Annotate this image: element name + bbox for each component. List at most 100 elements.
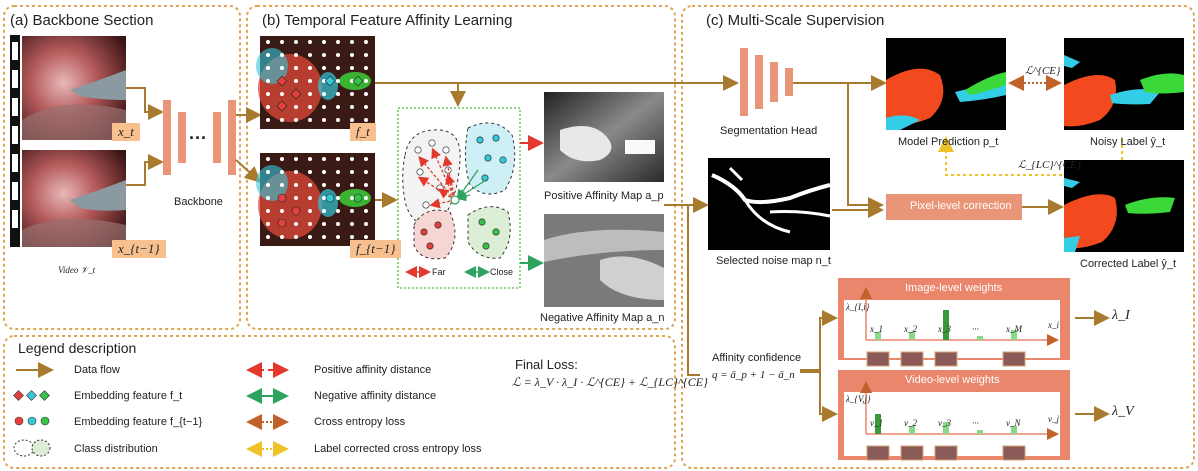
feature-dot <box>336 196 340 200</box>
backbone-layers <box>163 100 236 175</box>
feature-dot <box>266 79 270 83</box>
affinity-confidence-label: Affinity confidence <box>712 352 802 364</box>
feature-dot <box>308 209 312 213</box>
feature-dot <box>336 222 340 226</box>
cluster-point <box>442 146 450 154</box>
cluster-point <box>422 201 430 209</box>
feature-dot <box>266 53 270 57</box>
cluster-point <box>434 221 442 229</box>
feature-dot <box>308 92 312 96</box>
feature-dot <box>364 235 368 239</box>
backbone-label: Backbone <box>174 196 223 208</box>
feature-dot <box>336 118 340 122</box>
weight-tick-label: x_3 <box>938 324 951 334</box>
feature-dot <box>294 170 298 174</box>
affinity-embedding-box <box>397 107 521 289</box>
legend-title: Legend description <box>18 340 137 356</box>
feature-dot <box>294 235 298 239</box>
weight-bar <box>909 426 915 434</box>
thumbnail <box>1002 351 1026 367</box>
legend-item-embedding-ft1: Embedding feature f_{t−1} <box>74 416 203 428</box>
feature-dot <box>322 157 326 161</box>
thumbnail <box>866 351 890 367</box>
seg-head-label: Segmentation Head <box>720 125 818 137</box>
image-axis-y: λ_{I,i} <box>846 302 870 312</box>
feature-dot <box>322 66 326 70</box>
feature-dot <box>364 196 368 200</box>
feature-dot <box>364 66 368 70</box>
feature-dot <box>322 105 326 109</box>
negative-distance-arrow <box>455 191 471 202</box>
feature-dot <box>266 209 270 213</box>
feature-dot <box>322 183 326 187</box>
legend-item-class-distribution: Class distribution <box>74 443 158 455</box>
feature-dot <box>336 92 340 96</box>
thumbnail <box>866 445 890 461</box>
feature-dot <box>280 209 284 213</box>
positive-distance-arrow <box>445 173 456 201</box>
positive-map-label: Positive Affinity Map a_p <box>544 190 664 202</box>
embedding-marker <box>276 100 288 112</box>
weight-tick-label: x_M <box>1006 324 1022 334</box>
weight-bar <box>1011 426 1017 434</box>
feature-dot <box>294 118 298 122</box>
feature-dot <box>364 209 368 213</box>
weight-bar <box>977 336 983 340</box>
feature-dot <box>322 222 326 226</box>
embedding-marker <box>277 218 287 228</box>
feature-dot <box>336 66 340 70</box>
feature-dot <box>322 196 326 200</box>
feature-dot <box>294 66 298 70</box>
feature-dot <box>280 183 284 187</box>
feature-dot <box>322 209 326 213</box>
feature-dot <box>308 157 312 161</box>
feature-map-t <box>256 36 375 129</box>
cluster-point <box>482 242 490 250</box>
feature-dot <box>350 118 354 122</box>
panel-b-title: (b) Temporal Feature Affinity Learning <box>262 12 513 29</box>
image-axis-x: x_i <box>1048 320 1059 330</box>
feature-dot <box>336 209 340 213</box>
feature-dot <box>322 118 326 122</box>
legend-item-embedding-ft: Embedding feature f_t <box>74 390 183 402</box>
feature-dot <box>350 79 354 83</box>
feature-dot <box>294 105 298 109</box>
cluster-point <box>416 168 424 176</box>
frame-t-label: x_t <box>112 123 140 141</box>
feature-dot <box>322 92 326 96</box>
feature-dot <box>294 157 298 161</box>
feature-dot <box>350 66 354 70</box>
feature-dot <box>364 118 368 122</box>
feature-t1-label: f_{t−1} <box>350 240 402 258</box>
video-axis-x: v_j <box>1048 414 1059 424</box>
feature-dot <box>336 40 340 44</box>
feature-t-label: f_t <box>350 123 376 141</box>
feature-dot <box>266 105 270 109</box>
feature-dot <box>308 118 312 122</box>
feature-dot <box>294 53 298 57</box>
cluster-point <box>420 228 428 236</box>
feature-dot <box>336 53 340 57</box>
lambda-i: λ_I <box>1112 308 1130 323</box>
feature-dot <box>364 79 368 83</box>
corrected-label-label: Corrected Label ŷ_t <box>1080 258 1176 270</box>
feature-dot <box>308 183 312 187</box>
feature-dot <box>336 79 340 83</box>
feature-dot <box>308 196 312 200</box>
feature-dot <box>350 235 354 239</box>
embedding-ft1-icon <box>14 416 50 426</box>
weight-bar <box>875 414 881 434</box>
image-weights-title: Image-level weights <box>905 282 1003 294</box>
feature-dot <box>364 157 368 161</box>
feature-dot <box>336 183 340 187</box>
panel-c-border <box>681 5 1195 469</box>
positive-distance-arrow <box>431 147 456 201</box>
feature-dot <box>364 170 368 174</box>
feature-dot <box>266 66 270 70</box>
feature-dot <box>322 53 326 57</box>
feature-dot <box>364 105 368 109</box>
ce-loss-label: ℒ^{CE} <box>1025 65 1061 77</box>
embedding-marker <box>276 75 288 87</box>
class-distribution-clusters <box>402 122 516 260</box>
weight-bar <box>1011 330 1017 340</box>
